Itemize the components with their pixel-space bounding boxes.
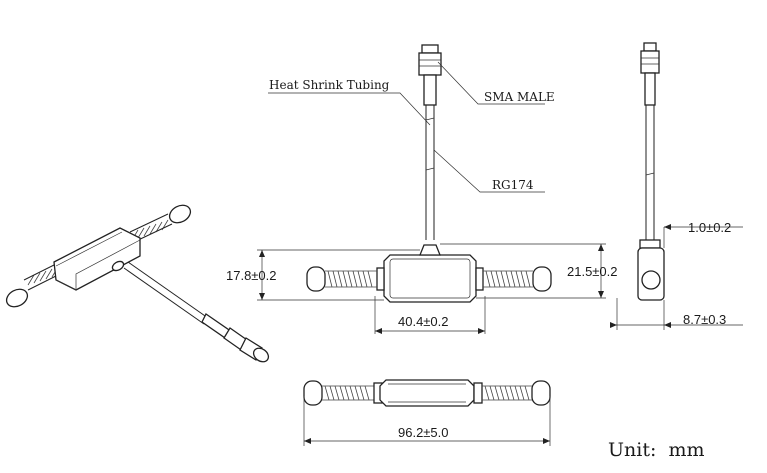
front-view bbox=[257, 44, 606, 334]
rg174-label: RG174 bbox=[492, 178, 534, 192]
dim-height-left: 17.8±0.2 bbox=[226, 268, 277, 283]
dim-side-gap: 1.0±0.2 bbox=[688, 220, 731, 235]
heat-shrink-label: Heat Shrink Tubing bbox=[269, 78, 390, 92]
bottom-view bbox=[303, 379, 551, 446]
dim-total-length: 96.2±5.0 bbox=[398, 425, 449, 440]
dim-side-depth: 8.7±0.3 bbox=[683, 312, 726, 327]
sma-male-label: SMA MALE bbox=[484, 90, 555, 104]
dim-height-right: 21.5±0.2 bbox=[567, 264, 618, 279]
unit-label: Unit: mm bbox=[608, 439, 704, 461]
perspective-view bbox=[5, 204, 270, 363]
right-coil bbox=[483, 270, 533, 288]
left-coil bbox=[325, 270, 377, 288]
dim-body-length: 40.4±0.2 bbox=[398, 314, 449, 329]
side-view bbox=[610, 42, 743, 330]
